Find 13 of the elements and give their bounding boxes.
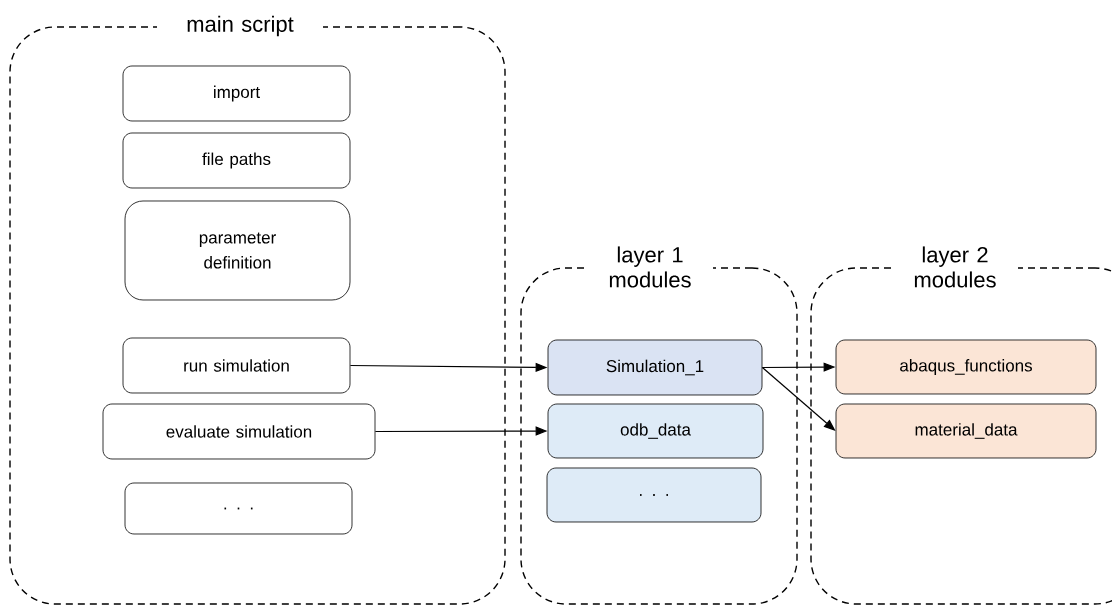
node-label: layer 1	[617, 246, 683, 267]
module-box: . . .	[546, 467, 762, 523]
module-box: material_data	[835, 403, 1097, 459]
module-box: import	[122, 65, 351, 122]
module-box: . . .	[124, 482, 353, 535]
module-box: file paths	[122, 132, 351, 189]
module-box: abaqus_functions	[835, 339, 1097, 395]
node-label: layer 2	[922, 246, 988, 267]
module-box: Simulation_1	[547, 339, 763, 396]
module-box: evaluate simulation	[102, 403, 376, 460]
module-box: parameter definition	[124, 200, 351, 301]
module-box: run simulation	[122, 337, 351, 394]
module-box: odb_data	[547, 403, 764, 459]
